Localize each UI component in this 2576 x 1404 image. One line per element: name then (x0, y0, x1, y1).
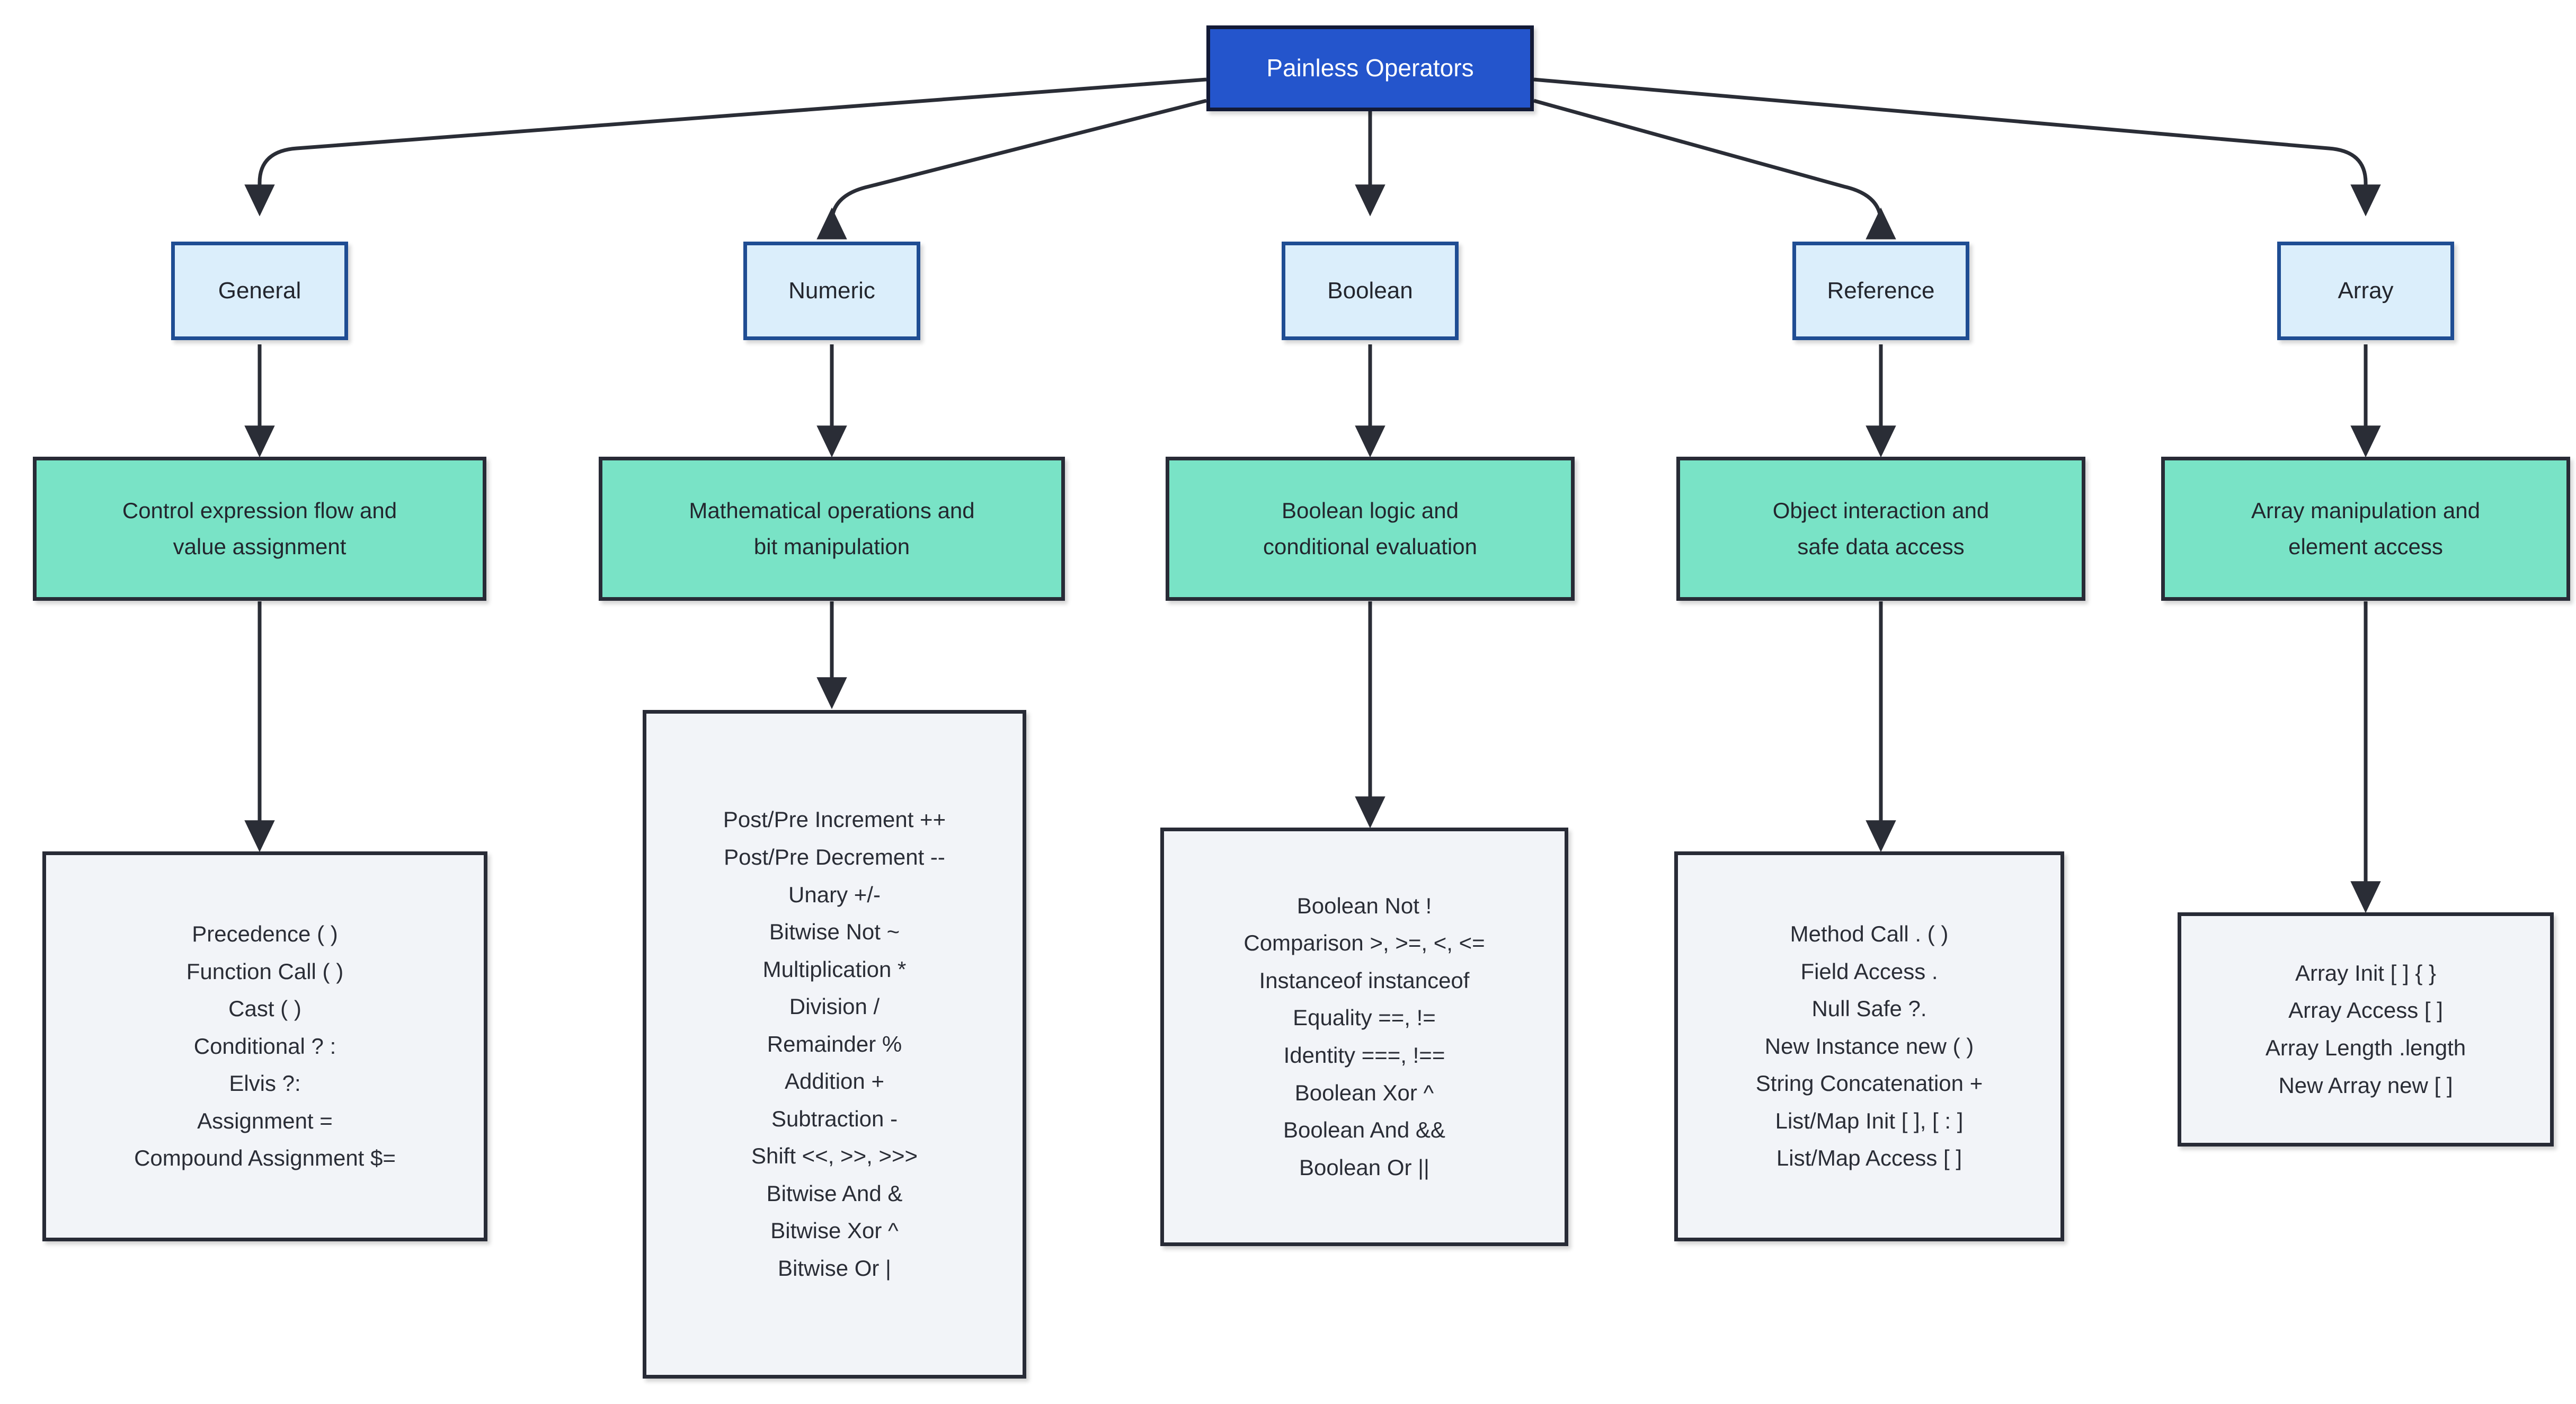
operator-item: Precedence ( ) (192, 921, 338, 947)
description-line: Boolean logic and (1282, 497, 1459, 523)
operator-item: Field Access . (1800, 958, 1938, 984)
category-node-general[interactable]: General (171, 242, 348, 340)
description-line: Control expression flow and (122, 497, 397, 523)
operator-list-array[interactable]: Array Init [ ] { } Array Access [ ] Array … (2178, 912, 2554, 1147)
root-node-label: Painless Operators (1266, 54, 1474, 82)
operator-item: Compound Assignment $= (134, 1145, 396, 1171)
operator-item: Identity ===, !== (1283, 1043, 1445, 1068)
edge-root-general (244, 77, 1207, 217)
operator-item: Subtraction - (771, 1106, 898, 1131)
operator-item: Post/Pre Increment ++ (723, 807, 946, 832)
description-node-boolean[interactable]: Boolean logic and conditional evaluation (1166, 457, 1575, 601)
operator-item: Instanceof instanceof (1259, 967, 1470, 993)
description-line: element access (2288, 534, 2443, 559)
category-label-reference: Reference (1827, 277, 1935, 304)
root-node-painless-operators[interactable]: Painless Operators (1206, 25, 1534, 111)
operator-item: New Instance new ( ) (1764, 1033, 1974, 1059)
operator-item: List/Map Access [ ] (1776, 1145, 1962, 1171)
operator-item: Bitwise Not ~ (769, 919, 900, 945)
operator-item: Equality ==, != (1293, 1005, 1436, 1030)
operator-item: Function Call ( ) (186, 958, 344, 984)
category-node-numeric[interactable]: Numeric (743, 242, 920, 340)
operator-item: Unary +/- (788, 882, 881, 907)
operator-item: Comparison >, >=, <, <= (1243, 930, 1485, 956)
description-line: conditional evaluation (1263, 534, 1477, 559)
operator-item: Boolean Or || (1299, 1154, 1429, 1180)
edge-root-array (1533, 77, 2381, 217)
operator-item: Shift <<, >>, >>> (751, 1143, 918, 1169)
operator-item: Post/Pre Decrement -- (724, 844, 945, 869)
operator-item: Remainder % (767, 1031, 902, 1056)
category-node-boolean[interactable]: Boolean (1282, 242, 1459, 340)
operator-item: Elvis ?: (229, 1071, 301, 1096)
category-label-general: General (218, 277, 301, 304)
edge-root-reference (1533, 99, 1896, 239)
category-label-array: Array (2338, 277, 2394, 304)
operator-item: Division / (789, 994, 880, 1019)
operator-item: Boolean And && (1283, 1117, 1445, 1143)
description-line: Array manipulation and (2251, 497, 2480, 523)
description-node-reference[interactable]: Object interaction and safe data access (1676, 457, 2085, 601)
operator-item: List/Map Init [ ], [ : ] (1775, 1108, 1964, 1133)
operator-item: Bitwise Xor ^ (770, 1218, 899, 1243)
operator-item: Array Length .length (2265, 1035, 2466, 1060)
operator-list-general[interactable]: Precedence ( ) Function Call ( ) Cast ( ) C… (42, 851, 487, 1241)
operator-item: New Array new [ ] (2278, 1072, 2453, 1098)
operator-list-boolean[interactable]: Boolean Not ! Comparison >, >=, <, <= Inst… (1160, 828, 1568, 1246)
description-line: Mathematical operations and (689, 497, 975, 523)
category-label-boolean: Boolean (1327, 277, 1413, 304)
operator-item: Boolean Not ! (1296, 893, 1432, 918)
operator-item: Array Init [ ] { } (2295, 960, 2437, 985)
description-node-numeric[interactable]: Mathematical operations and bit manipula… (599, 457, 1065, 601)
operator-item: Boolean Xor ^ (1294, 1080, 1434, 1105)
operator-item: String Concatenation + (1755, 1071, 1983, 1096)
category-node-array[interactable]: Array (2277, 242, 2454, 340)
operator-item: Cast ( ) (228, 996, 301, 1021)
description-line: value assignment (173, 534, 347, 559)
operator-item: Assignment = (197, 1108, 333, 1133)
operator-item: Array Access [ ] (2288, 998, 2443, 1023)
operator-item: Bitwise Or | (778, 1256, 891, 1281)
description-line: safe data access (1797, 534, 1965, 559)
operator-item: Conditional ? : (193, 1033, 336, 1059)
category-node-reference[interactable]: Reference (1792, 242, 1969, 340)
description-node-array[interactable]: Array manipulation and element access (2161, 457, 2570, 601)
edge-root-numeric (816, 99, 1207, 239)
description-line: Object interaction and (1772, 497, 1989, 523)
operator-list-reference[interactable]: Method Call . ( ) Field Access . Null Safe… (1674, 851, 2064, 1241)
category-label-numeric: Numeric (788, 277, 875, 304)
operator-item: Bitwise And & (766, 1180, 903, 1206)
operator-item: Multiplication * (762, 956, 907, 982)
operator-item: Addition + (785, 1069, 884, 1094)
operator-item: Null Safe ?. (1811, 996, 1927, 1021)
description-node-general[interactable]: Control expression flow and value assign… (33, 457, 486, 601)
operator-list-numeric[interactable]: Post/Pre Increment ++ Post/Pre Decrement … (643, 710, 1026, 1379)
description-line: bit manipulation (753, 534, 910, 559)
operator-item: Method Call . ( ) (1790, 921, 1949, 947)
